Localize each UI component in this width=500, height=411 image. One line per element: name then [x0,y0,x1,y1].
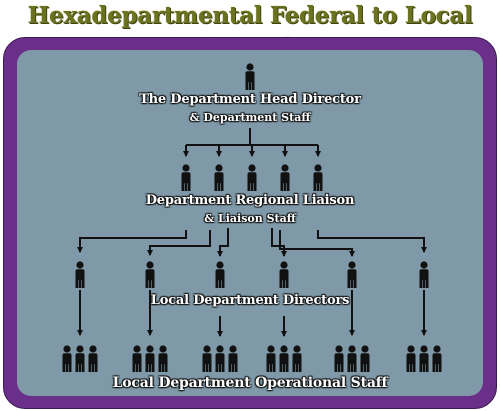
inner-panel [17,50,483,396]
connectors-regional-to-directors [77,228,427,257]
connectors-head-to-regional [183,128,321,157]
operational-group-5 [334,345,370,372]
operational-staff-person-icons [62,345,442,372]
local-directors-label: Local Department Directors [150,293,350,308]
operational-group-4 [266,345,302,372]
operational-group-6 [406,345,442,372]
head-director-sublabel: & Department Staff [189,111,311,124]
head-director-label: The Department Head Director [139,92,361,107]
regional-liaison-person-icons [181,164,323,191]
regional-liaison-label: Department Regional Liaison [145,193,355,208]
local-director-person-icons [75,261,429,288]
operational-staff-label: Local Department Operational Staff [112,375,388,391]
head-director-person-icon [245,63,255,90]
operational-group-1 [62,345,98,372]
operational-group-3 [202,345,238,372]
regional-liaison-sublabel: & Liaison Staff [204,212,296,225]
operational-group-2 [132,345,168,372]
connectors-directors-to-operational [77,290,427,337]
